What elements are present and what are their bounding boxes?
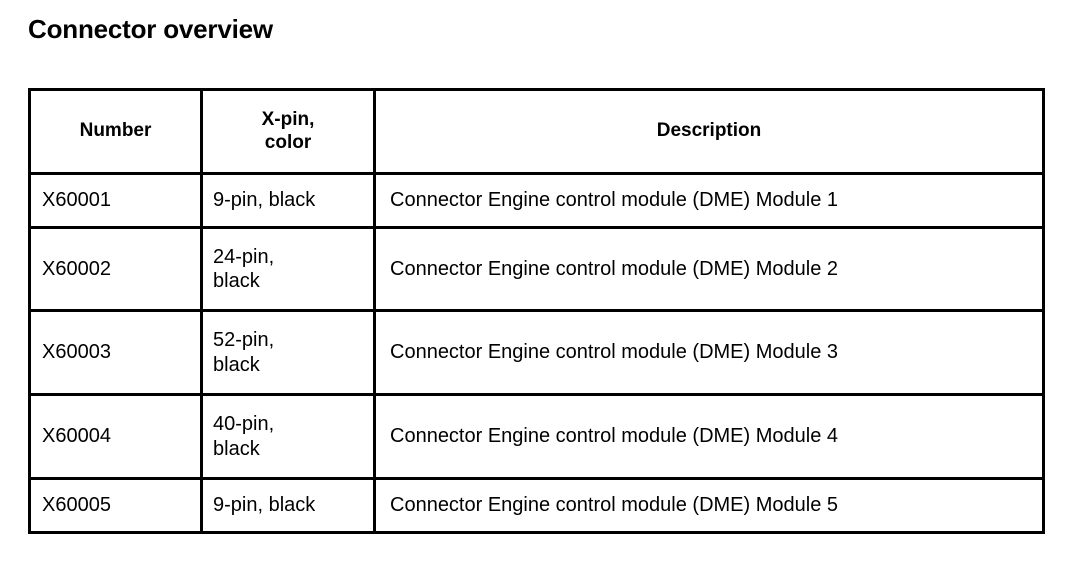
connector-overview-table: Number X-pin, color Description: [28, 88, 1045, 534]
cell-xpin-line1: 40-pin,: [213, 413, 275, 436]
table-row: X60003 52-pin, black Connector Engine co…: [28, 309, 1045, 396]
cell-description-text: Connector Engine control module (DME) Mo…: [390, 257, 838, 280]
column-header-xpin-color-label: X-pin, color: [203, 105, 373, 159]
cell-xpin-line2: black: [213, 270, 260, 292]
column-header-xpin-line2: color: [264, 131, 312, 153]
cell-number: X60005: [28, 477, 203, 534]
cell-description: Connector Engine control module (DME) Mo…: [373, 393, 1045, 480]
cell-number: X60003: [28, 309, 203, 396]
cell-number-text: X60004: [42, 425, 111, 448]
connector-overview-table-wrapper: Number X-pin, color Description: [28, 88, 1045, 534]
table-row: X60001 9-pin, black Connector Engine con…: [28, 172, 1045, 229]
column-header-number-label: Number: [79, 120, 152, 142]
cell-description-text: Connector Engine control module (DME) Mo…: [390, 425, 838, 448]
column-header-description: Description: [373, 88, 1045, 175]
table-header-row: Number X-pin, color Description: [28, 88, 1045, 175]
cell-description: Connector Engine control module (DME) Mo…: [373, 226, 1045, 312]
cell-number: X60004: [28, 393, 203, 480]
cell-number-text: X60005: [42, 494, 111, 517]
cell-xpin-text: 40-pin, black: [203, 412, 373, 461]
cell-xpin-text: 9-pin, black: [213, 189, 316, 212]
cell-xpin-color: 9-pin, black: [200, 172, 376, 229]
cell-xpin-line2: black: [213, 353, 260, 376]
cell-description-text: Connector Engine control module (DME) Mo…: [390, 341, 838, 364]
cell-xpin-text: 9-pin, black: [213, 494, 316, 517]
cell-xpin-text: 24-pin, black: [203, 245, 373, 294]
cell-xpin-text: 52-pin, black: [203, 328, 373, 377]
cell-xpin-line1: 24-pin,: [213, 245, 275, 268]
cell-xpin-line2: black: [213, 437, 260, 460]
cell-number-text: X60002: [42, 257, 111, 280]
table-row: X60005 9-pin, black Connector Engine con…: [28, 477, 1045, 534]
cell-xpin-color: 24-pin, black: [200, 226, 376, 312]
column-header-xpin-color: X-pin, color: [200, 88, 376, 175]
table-row: X60002 24-pin, black Connector Engine co…: [28, 226, 1045, 312]
table-body: X60001 9-pin, black Connector Engine con…: [28, 172, 1045, 534]
page-title: Connector overview: [28, 14, 273, 44]
column-header-xpin-line1: X-pin,: [261, 108, 315, 130]
cell-number-text: X60001: [42, 189, 111, 212]
column-header-description-label: Description: [656, 120, 762, 142]
cell-description-text: Connector Engine control module (DME) Mo…: [390, 189, 838, 212]
cell-xpin-color: 40-pin, black: [200, 393, 376, 480]
cell-xpin-line1: 52-pin,: [213, 329, 275, 352]
cell-description: Connector Engine control module (DME) Mo…: [373, 172, 1045, 229]
cell-xpin-color: 52-pin, black: [200, 309, 376, 396]
cell-number-text: X60003: [42, 341, 111, 364]
cell-number: X60001: [28, 172, 203, 229]
table-header: Number X-pin, color Description: [28, 88, 1045, 175]
column-header-number: Number: [28, 88, 203, 175]
cell-description: Connector Engine control module (DME) Mo…: [373, 477, 1045, 534]
cell-description: Connector Engine control module (DME) Mo…: [373, 309, 1045, 396]
cell-number: X60002: [28, 226, 203, 312]
cell-description-text: Connector Engine control module (DME) Mo…: [390, 494, 838, 517]
cell-xpin-color: 9-pin, black: [200, 477, 376, 534]
table-row: X60004 40-pin, black Connector Engine co…: [28, 393, 1045, 480]
